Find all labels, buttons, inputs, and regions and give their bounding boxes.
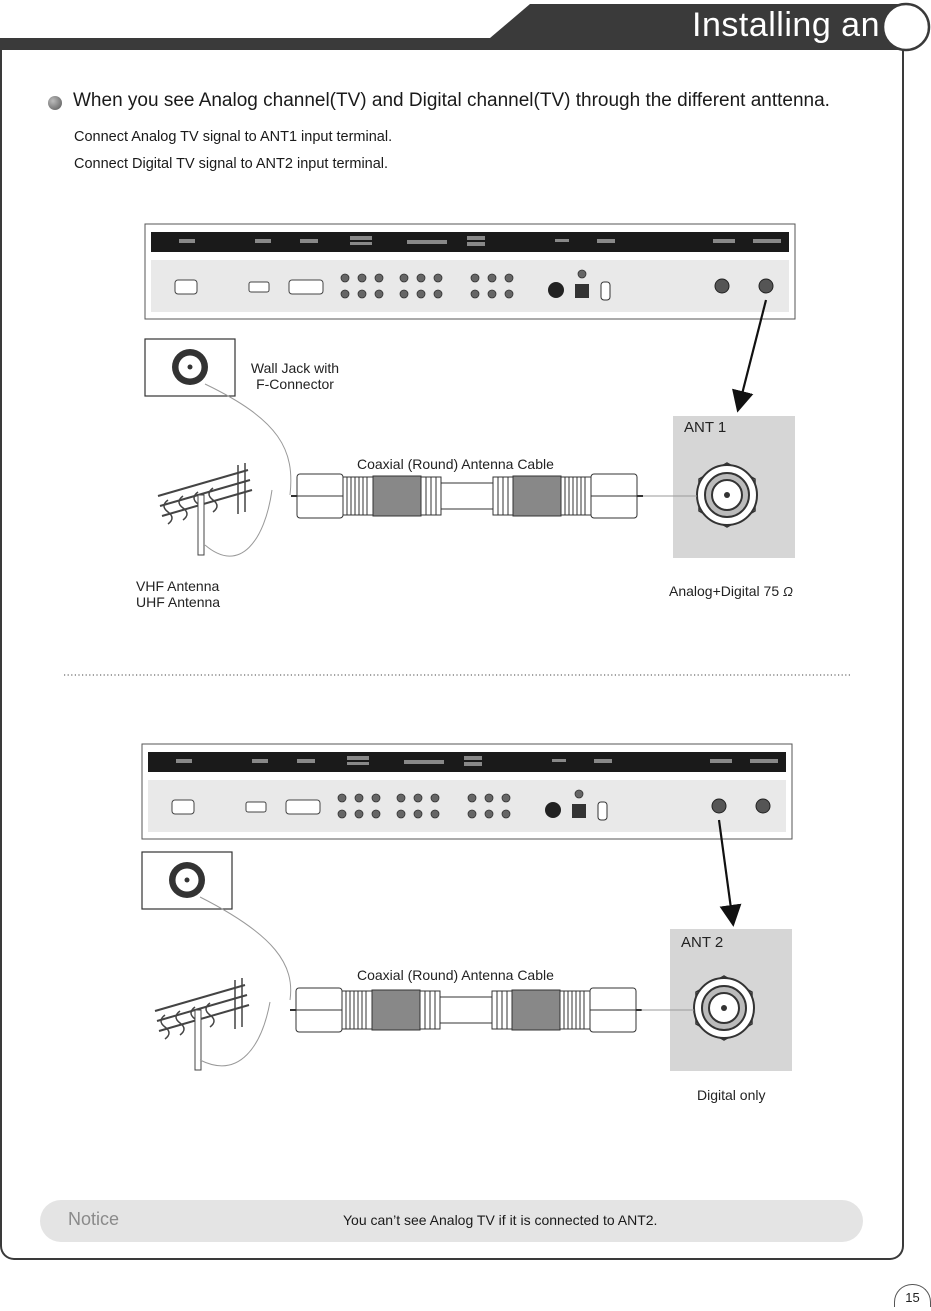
signal-label-1: Analog+Digital 75 Ω <box>669 583 793 599</box>
antenna-diagrams <box>64 223 852 1071</box>
cable-label-1: Coaxial (Round) Antenna Cable <box>357 456 554 472</box>
notice-title: Notice <box>68 1209 120 1229</box>
ant2-label: ANT 2 <box>681 934 724 951</box>
instruction-ant2: Connect Digital TV signal to ANT2 input … <box>74 156 389 172</box>
wall-jack-label-line2: F-Connector <box>256 376 334 392</box>
notice-bar <box>40 1200 863 1242</box>
wall-jack-label: Wall Jack with F-Connector <box>247 360 343 392</box>
cable-label-2: Coaxial (Round) Antenna Cable <box>357 967 554 983</box>
vhf-antenna-label: VHF Antenna <box>136 578 220 594</box>
notice-text: You can’t see Analog TV if it is connect… <box>343 1212 658 1228</box>
ohm-symbol: Ω <box>783 584 793 599</box>
page-number: 15 <box>894 1284 931 1307</box>
antenna-label: VHF Antenna UHF Antenna <box>136 578 220 610</box>
bullet-icon <box>48 96 62 110</box>
header-bar <box>0 2 931 52</box>
signal-label-text: Analog+Digital 75 <box>669 583 780 599</box>
ant1-label: ANT 1 <box>684 419 727 436</box>
page-frame <box>0 38 904 1260</box>
wall-jack-label-line1: Wall Jack with <box>250 360 340 376</box>
section-heading: When you see Analog channel(TV) and Digi… <box>73 90 830 111</box>
instruction-ant1: Connect Analog TV signal to ANT1 input t… <box>74 129 393 145</box>
uhf-antenna-label: UHF Antenna <box>136 594 221 610</box>
signal-label-2: Digital only <box>697 1087 766 1103</box>
page-title: Installing an Antenna <box>692 6 880 86</box>
